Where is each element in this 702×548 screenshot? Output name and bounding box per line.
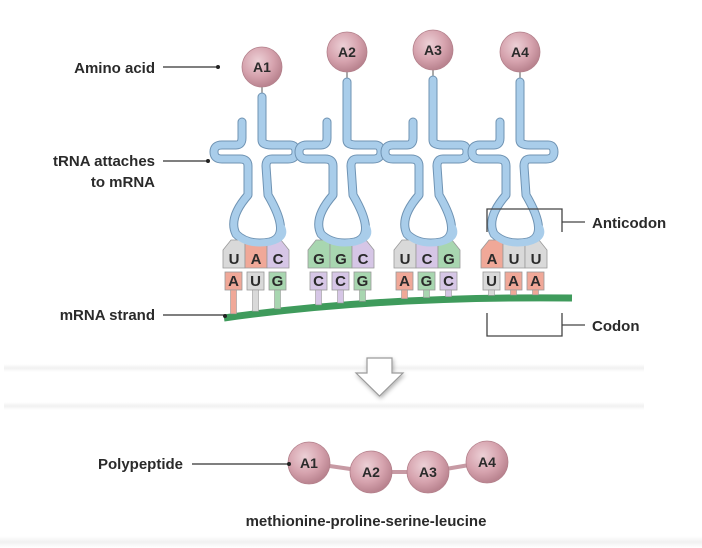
anticodon-base-letter: G xyxy=(443,251,455,268)
polypeptide-amino-acid-label: A1 xyxy=(300,455,318,471)
mrna-strand-label: mRNA strand xyxy=(60,307,155,324)
anticodon-base-letter: U xyxy=(531,251,542,268)
codon-base-letter: A xyxy=(530,273,541,290)
codon-stalk xyxy=(401,289,408,299)
codon-base-letter: C xyxy=(443,273,454,290)
anticodon-label: Anticodon xyxy=(592,215,666,232)
trna-outline xyxy=(209,92,301,248)
codon-base-letter: U xyxy=(250,273,261,290)
codon-stalk xyxy=(315,289,322,306)
codon-base-letter: G xyxy=(421,273,433,290)
codon-stalk xyxy=(423,289,430,298)
anticodon-base-letter: C xyxy=(273,251,284,268)
anticodon-base-letter: C xyxy=(422,251,433,268)
leader-dot xyxy=(216,65,220,69)
polypeptide-amino-acid xyxy=(406,450,450,494)
amino-acid-label-text: A4 xyxy=(511,44,529,60)
trna-body xyxy=(295,78,385,247)
trna-body xyxy=(468,78,558,247)
leader-dot xyxy=(223,314,227,318)
amino-acid-ball xyxy=(241,46,283,88)
codon-stalk xyxy=(488,289,495,296)
polypeptide-amino-acid-label: A4 xyxy=(478,454,496,470)
codon-stalk xyxy=(337,289,344,304)
amino-acid-ball xyxy=(499,31,541,73)
codon-stalk xyxy=(252,289,259,312)
anticodon-base-letter: U xyxy=(509,251,520,268)
polypeptide-amino-acid-label: A3 xyxy=(419,464,437,480)
codon-label: Codon xyxy=(592,318,639,335)
anticodon-base-letter: G xyxy=(313,251,325,268)
trna-loop xyxy=(232,224,287,247)
amino-acid-ball xyxy=(412,29,454,71)
leader-dot xyxy=(287,462,291,466)
trna-loop xyxy=(403,224,458,247)
codon-base-letter: U xyxy=(486,273,497,290)
trna-loop xyxy=(317,224,372,247)
leader-dot xyxy=(206,159,210,163)
amino-acid-label-text: A2 xyxy=(338,44,356,60)
codon-stalk xyxy=(274,289,281,310)
amino-acid-label-text: A3 xyxy=(424,42,442,58)
trna-loop xyxy=(490,224,545,247)
background-band xyxy=(4,364,644,372)
codon-base-letter: A xyxy=(228,273,239,290)
polypeptide-sequence: methionine-proline-serine-leucine xyxy=(246,513,487,530)
polypeptide-amino-acid xyxy=(349,450,393,494)
amino-acid-label: Amino acid xyxy=(74,60,155,77)
anticodon-base-letter: A xyxy=(251,251,262,268)
trna-label-line2: to mRNA xyxy=(91,174,155,191)
anticodon-base-letter: G xyxy=(335,251,347,268)
amino-acid-label-text: A1 xyxy=(253,59,271,75)
codon-base-letter: G xyxy=(272,273,284,290)
anticodon-base-letter: U xyxy=(229,251,240,268)
codon-base-letter: G xyxy=(357,273,369,290)
codon-stalk xyxy=(532,289,539,296)
codon-stalk xyxy=(445,289,452,297)
codon-stalk xyxy=(510,289,517,296)
codon-stalk xyxy=(359,289,366,302)
anticodon-base-letter: A xyxy=(487,251,498,268)
codon-base-letter: A xyxy=(508,273,519,290)
down-arrow-icon xyxy=(354,357,405,397)
codon-bracket xyxy=(486,313,585,337)
mrna-strand xyxy=(223,294,573,322)
codon-base-letter: A xyxy=(399,273,410,290)
background-band xyxy=(0,536,702,548)
codon-stalk xyxy=(230,289,237,315)
anticodon-base-letter: U xyxy=(400,251,411,268)
codon-base-letter: C xyxy=(313,273,324,290)
trna-label-line1: tRNA attaches xyxy=(53,153,155,170)
amino-acid-ball xyxy=(326,31,368,73)
trna-body xyxy=(381,76,471,247)
polypeptide-label: Polypeptide xyxy=(98,456,183,473)
polypeptide-amino-acid-label: A2 xyxy=(362,464,380,480)
polypeptide-amino-acid xyxy=(465,440,509,484)
anticodon-base-letter: C xyxy=(358,251,369,268)
background-band xyxy=(4,402,644,410)
anticodon-bracket xyxy=(486,208,585,232)
codon-base-letter: C xyxy=(335,273,346,290)
